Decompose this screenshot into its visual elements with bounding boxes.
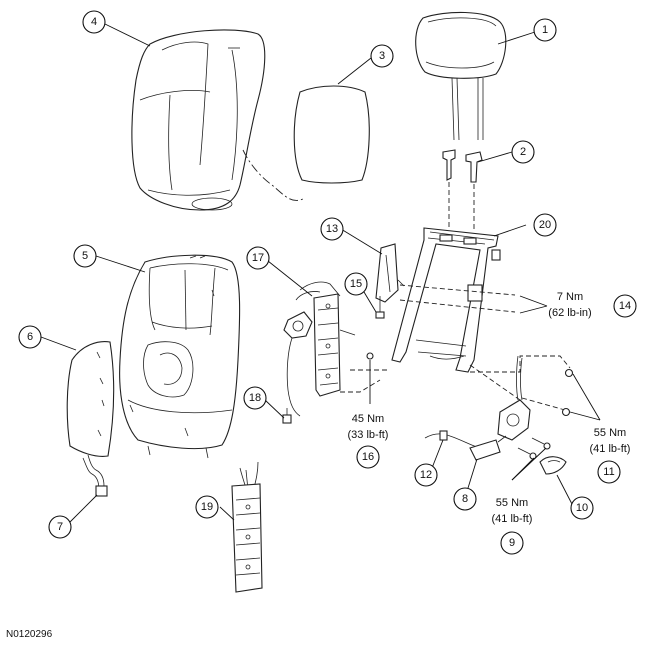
- svg-text:17: 17: [252, 252, 264, 264]
- headrest: [415, 11, 507, 141]
- callout-2: 2: [511, 140, 535, 164]
- seat-back-cover: [131, 29, 266, 211]
- callout-1: 1: [533, 18, 557, 42]
- callout-18: 18: [243, 386, 267, 410]
- callout-12: 12: [414, 463, 438, 487]
- leader-lines: [40, 23, 601, 523]
- retainer-strap: [82, 454, 108, 497]
- torque-14-line1: 7 Nm: [557, 291, 583, 303]
- torque-9-line1: 55 Nm: [496, 497, 528, 509]
- callout-6: 6: [18, 325, 42, 349]
- side-trim: [375, 243, 405, 303]
- svg-text:9: 9: [509, 537, 515, 549]
- callout-14: 14: [613, 294, 637, 318]
- callout-8: 8: [453, 487, 477, 511]
- svg-text:2: 2: [520, 146, 526, 158]
- figure-id: N0120296: [6, 629, 53, 640]
- recliner-cable: [424, 430, 481, 449]
- svg-text:4: 4: [91, 16, 97, 28]
- svg-text:15: 15: [350, 278, 362, 290]
- callout-10: 10: [570, 496, 594, 520]
- callout-20: 20: [533, 213, 557, 237]
- torque-16-line2: (33 lb-ft): [348, 429, 389, 441]
- frame-bolt-line-2: [399, 299, 516, 313]
- callout-4: 4: [82, 10, 106, 34]
- callout-7: 7: [48, 515, 72, 539]
- seat-back-frame: [391, 227, 501, 373]
- torque-spec-9: 55 Nm (41 lb-ft): [492, 497, 533, 525]
- torque-spec-14: 7 Nm (62 lb-in): [548, 291, 591, 319]
- callout-5: 5: [73, 244, 97, 268]
- torque-spec-11: 55 Nm (41 lb-ft): [590, 427, 631, 455]
- lumbar-motor-assembly: [283, 281, 356, 417]
- svg-text:5: 5: [82, 250, 88, 262]
- torque-9-line2: (41 lb-ft): [492, 513, 533, 525]
- torque-11-line2: (41 lb-ft): [590, 443, 631, 455]
- svg-text:19: 19: [201, 501, 213, 513]
- svg-text:7: 7: [57, 521, 63, 533]
- recliner-mechanism: [469, 355, 531, 461]
- svg-text:10: 10: [576, 502, 588, 514]
- seat-back-panel: [293, 85, 370, 184]
- svg-text:1: 1: [542, 24, 548, 36]
- svg-text:14: 14: [619, 300, 631, 312]
- callout-3: 3: [370, 44, 394, 68]
- torque-11-line1: 55 Nm: [594, 427, 626, 439]
- lumbar-support-grid: [231, 461, 263, 593]
- motor-harness-line: [340, 379, 381, 393]
- torque-16-line1: 45 Nm: [352, 413, 384, 425]
- recliner-mount-bolts: [517, 437, 551, 460]
- svg-text:12: 12: [420, 469, 432, 481]
- callout-11: 11: [597, 460, 621, 484]
- seat-back-panel-rear: [66, 341, 115, 457]
- svg-text:6: 6: [27, 331, 33, 343]
- recliner-bolt-line: [470, 355, 571, 373]
- cover-hookup-line: [242, 149, 306, 201]
- callout-9: 9: [500, 531, 524, 555]
- headrest-guides: [442, 149, 483, 232]
- callout-15: 15: [344, 272, 368, 296]
- svg-text:18: 18: [249, 392, 261, 404]
- svg-text:16: 16: [362, 451, 374, 463]
- recliner-bolts: [561, 368, 574, 417]
- callout-13: 13: [320, 217, 344, 241]
- retaining-pin: [375, 296, 385, 319]
- recliner-link-line: [469, 364, 521, 401]
- callout-19: 19: [195, 495, 219, 519]
- svg-text:13: 13: [326, 223, 338, 235]
- torque-spec-16: 45 Nm (33 lb-ft): [348, 413, 389, 441]
- recliner-handle: [539, 456, 567, 475]
- callout-17: 17: [246, 246, 270, 270]
- svg-text:20: 20: [539, 219, 551, 231]
- svg-text:11: 11: [603, 466, 614, 478]
- callout-16: 16: [356, 445, 380, 469]
- seat-back-cushion: [119, 254, 241, 459]
- frame-bolt-line-1: [399, 284, 516, 296]
- svg-text:8: 8: [462, 493, 468, 505]
- svg-text:3: 3: [379, 50, 385, 62]
- torque-14-line2: (62 lb-in): [548, 307, 591, 319]
- harness-connector: [282, 408, 292, 424]
